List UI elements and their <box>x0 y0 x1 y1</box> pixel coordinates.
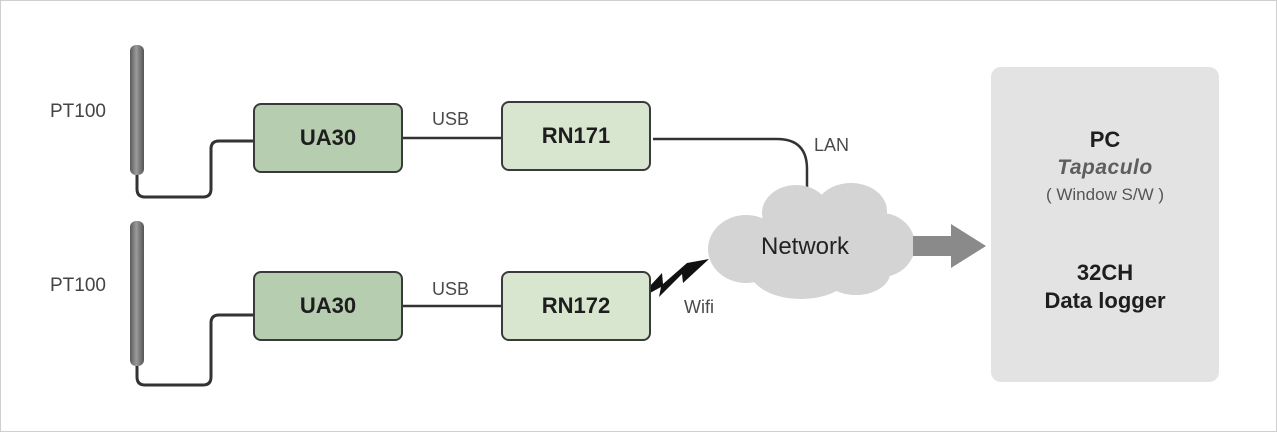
probe-cable-bottom <box>135 313 253 387</box>
pc-panel: PC Tapaculo ( Window S/W ) 32CH Data log… <box>991 67 1219 382</box>
network-label: Network <box>761 233 850 260</box>
rn172-box: RN172 <box>501 271 651 341</box>
arrow-to-pc <box>913 224 986 268</box>
lan-label: LAN <box>814 135 850 155</box>
sensor-label-bottom: PT100 <box>50 275 106 296</box>
rn171-box: RN171 <box>501 101 651 171</box>
network-cloud <box>708 183 915 299</box>
ua30-box-top: UA30 <box>253 103 403 173</box>
pc-title: PC <box>1089 127 1121 152</box>
wifi-signal-icon <box>637 259 709 300</box>
sensor-label-top: PT100 <box>50 101 106 122</box>
lan-cable <box>653 137 809 197</box>
wifi-label: Wifi <box>684 297 714 317</box>
usb-label-bottom: USB <box>432 279 470 299</box>
channel-count: 32CH <box>1076 260 1134 285</box>
ua30-box-bottom: UA30 <box>253 271 403 341</box>
tapaculo-logo: Tapaculo <box>1057 156 1153 179</box>
usb-label-top: USB <box>432 109 470 129</box>
probe-cable-top <box>135 139 253 199</box>
pt100-probe-top <box>130 45 144 175</box>
pt100-probe-bottom <box>130 221 144 366</box>
data-logger-label: Data logger <box>1044 288 1166 313</box>
software-note: ( Window S/W ) <box>1045 185 1165 204</box>
